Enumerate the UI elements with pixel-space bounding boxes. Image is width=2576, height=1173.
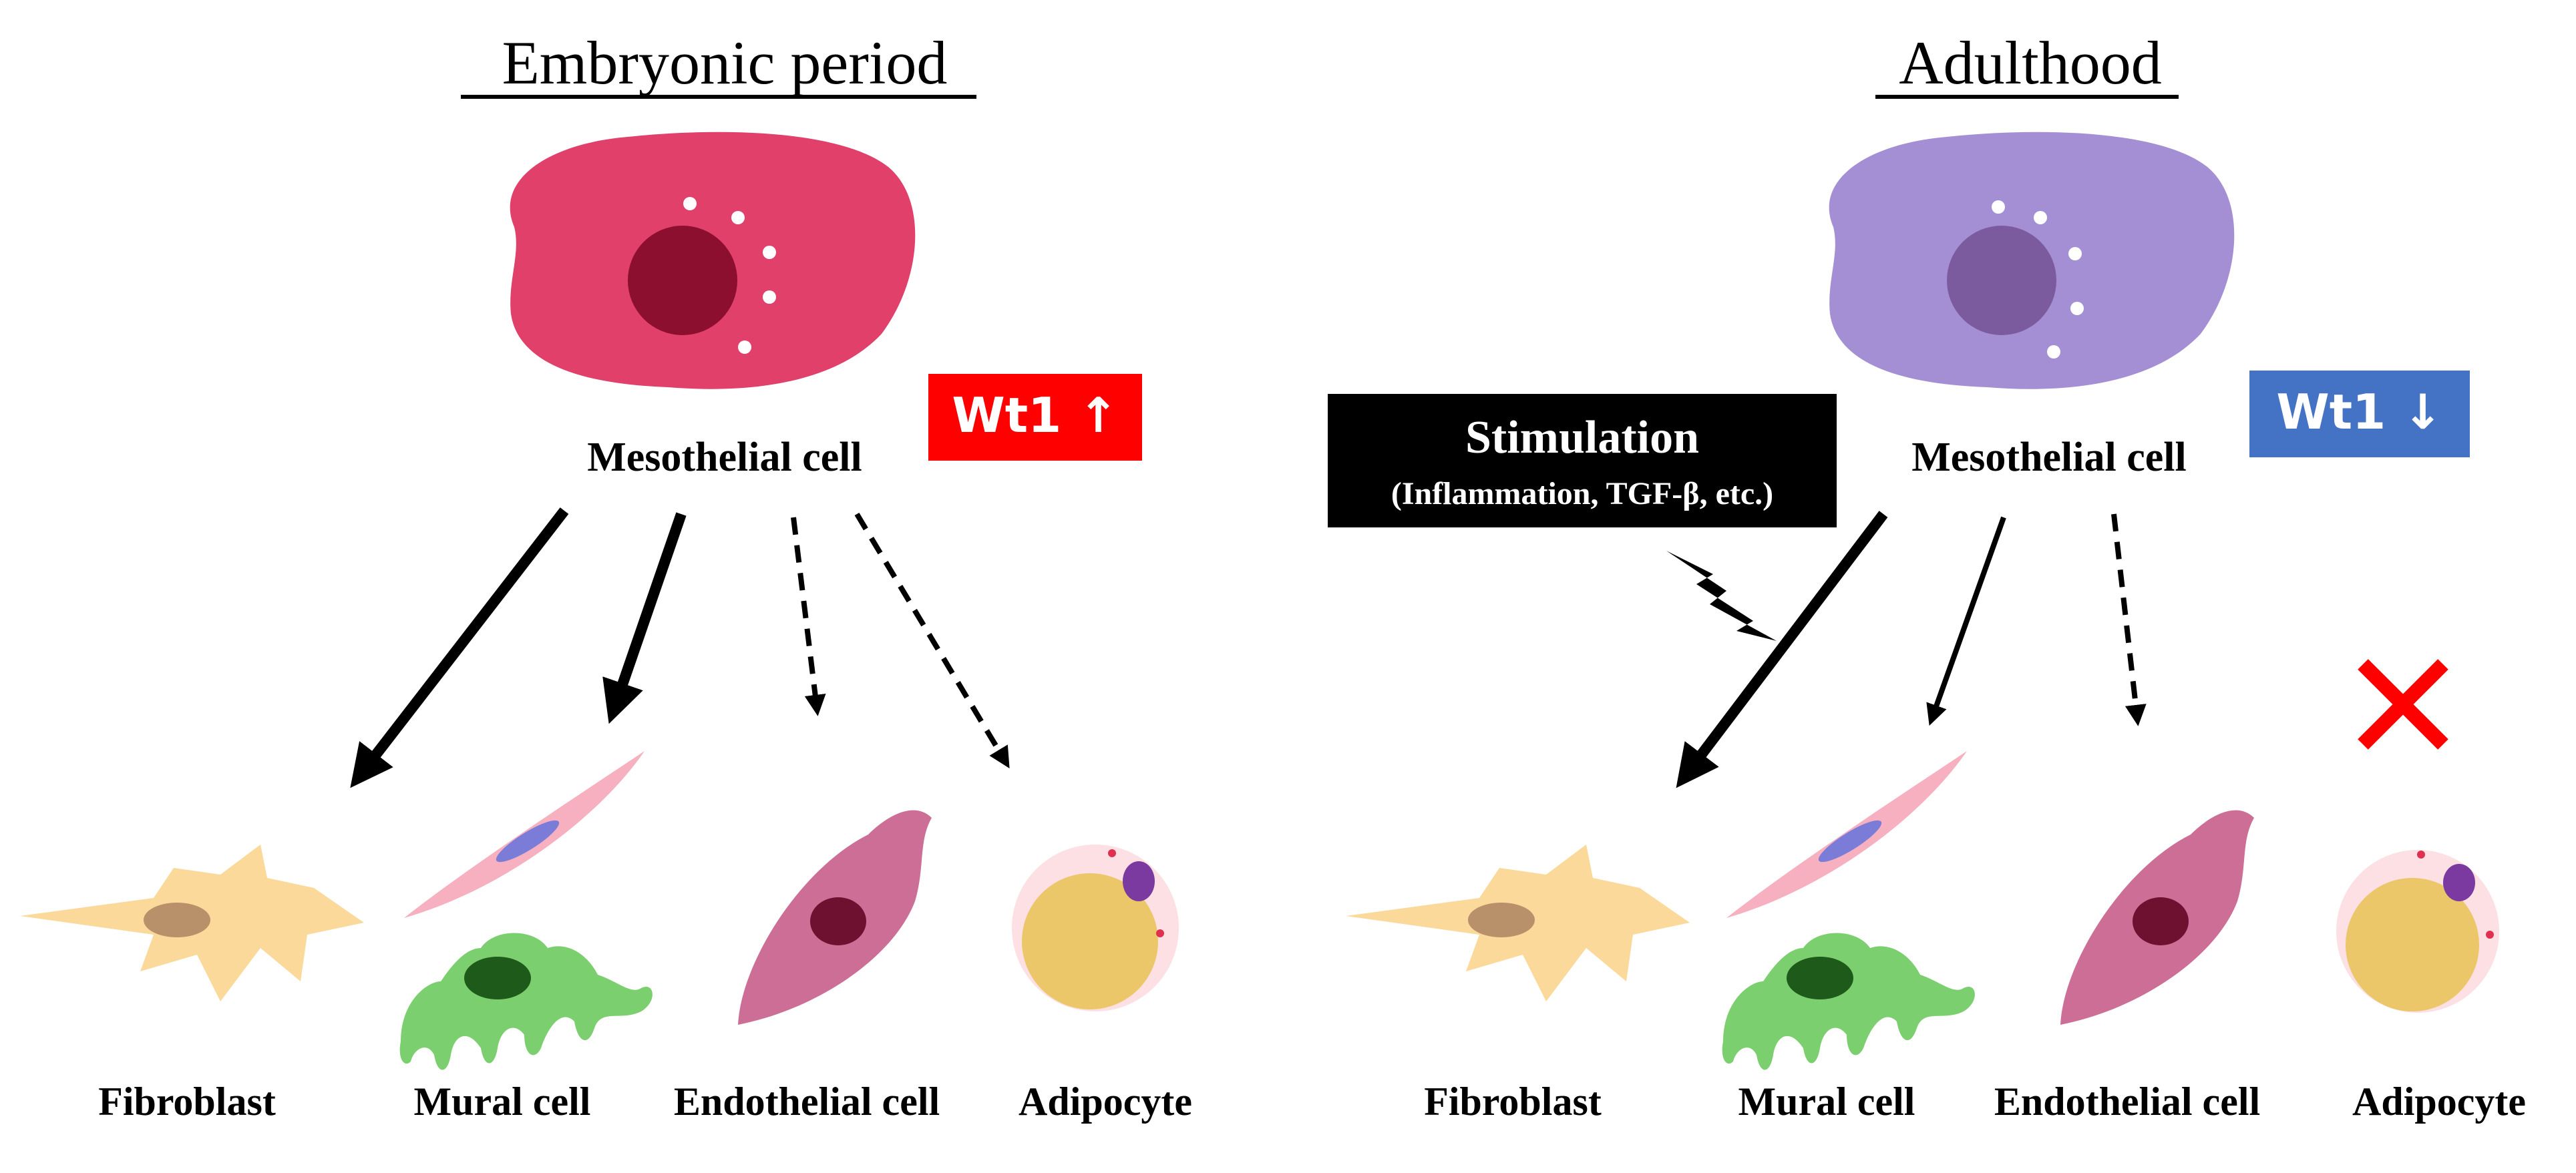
red-x-icon [2358, 659, 2448, 750]
adult-fibroblast-cell [1346, 845, 1690, 1001]
adult-endothelial-cell [2060, 810, 2254, 1025]
adult-mural-pericyte-cell [1722, 933, 1975, 1070]
adult-label-mural: Mural cell [1738, 1080, 1915, 1124]
adult-mesothelial-label: Mesothelial cell [1911, 435, 2186, 480]
wt1-down-badge: Wt1 ↓ [2249, 371, 2470, 457]
arrow-to-mural-adult [1926, 516, 2006, 726]
adult-mural-smooth-muscle-cell [1726, 751, 1967, 918]
embryonic-fibroblast-cell [20, 845, 364, 1001]
wt1-up-badge: Wt1 ↑ [928, 374, 1142, 461]
embryonic-label-adipocyte: Adipocyte [1019, 1080, 1192, 1124]
arrow-to-mural-embryonic [602, 512, 687, 724]
wt1-up-label: Wt1 ↑ [952, 387, 1118, 443]
embryonic-mural-smooth-muscle-cell [404, 751, 645, 918]
adult-nucleus [1947, 226, 2056, 335]
arrow-to-fibroblast-adult [1676, 511, 1888, 788]
embryonic-mural-pericyte-cell [399, 933, 653, 1070]
lightning-bolt-icon [1666, 551, 1777, 641]
adult-adipocyte-cell [2336, 850, 2499, 1013]
stimulation-box: Stimulation (Inflammation, TGF-β, etc.) [1328, 394, 1837, 527]
wt1-down-label: Wt1 ↓ [2276, 384, 2442, 440]
adult-panel: Adulthood Mesothelial cell Wt1 ↓ Stimula… [1328, 29, 2526, 1124]
embryonic-panel: Embryonic period Mesothelial cell Wt1 ↑ [20, 29, 1192, 1124]
embryonic-label-mural: Mural cell [414, 1080, 591, 1124]
embryonic-mesothelial-cell [510, 132, 916, 389]
embryonic-endothelial-cell [738, 810, 932, 1025]
embryonic-label-endothelial: Endothelial cell [674, 1080, 940, 1124]
embryonic-nucleus [628, 226, 737, 335]
embryonic-label-fibroblast: Fibroblast [98, 1080, 276, 1124]
adult-label-endothelial: Endothelial cell [1994, 1080, 2260, 1124]
arrow-to-endothelial-adult [2111, 513, 2147, 726]
arrow-to-adipocyte-embryonic [854, 512, 1010, 768]
arrow-to-fibroblast-embryonic [350, 507, 569, 788]
stimulation-title: Stimulation [1465, 412, 1699, 463]
arrow-to-endothelial-embryonic [791, 517, 826, 716]
adult-mesothelial-cell [1829, 132, 2235, 389]
adult-title: Adulthood [1899, 29, 2162, 97]
embryonic-adipocyte-cell [1012, 845, 1179, 1011]
adult-label-adipocyte: Adipocyte [2352, 1080, 2526, 1124]
embryonic-mesothelial-label: Mesothelial cell [587, 435, 862, 480]
embryonic-title: Embryonic period [502, 29, 948, 97]
stimulation-detail: (Inflammation, TGF-β, etc.) [1391, 476, 1773, 511]
adult-label-fibroblast: Fibroblast [1424, 1080, 1602, 1124]
